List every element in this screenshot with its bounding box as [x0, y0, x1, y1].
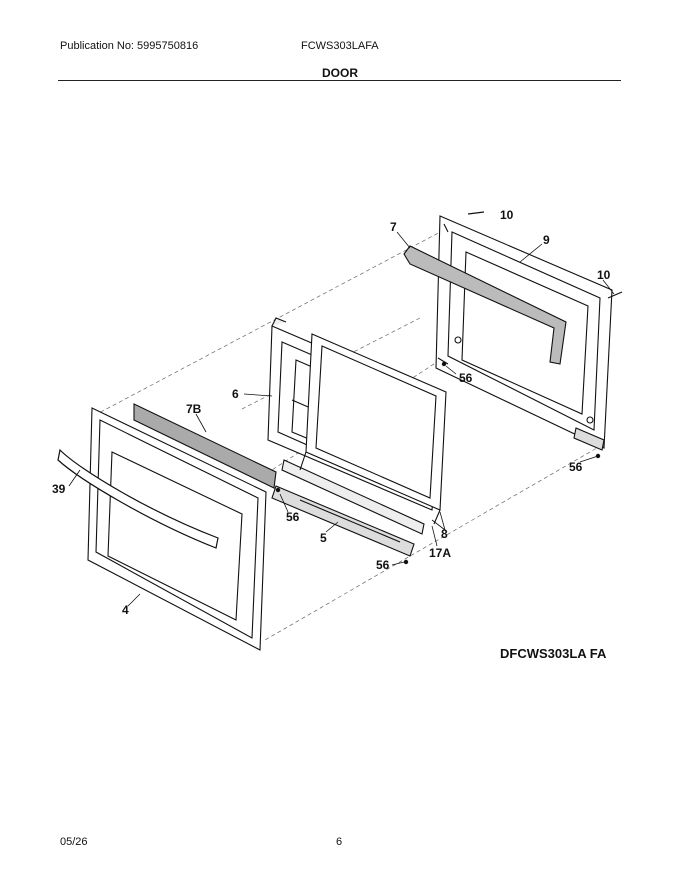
model-number: FCWS303LAFA [301, 40, 379, 52]
gasket-strip [133, 403, 277, 489]
callouts: 10 7 9 10 6 56 7B 56 39 56 8 5 17A 56 4 [52, 208, 611, 617]
section-title: DOOR [322, 66, 358, 80]
callout-7b: 7B [186, 402, 202, 416]
publication-number: Publication No: 5995750816 [60, 40, 199, 52]
upper-handle-trim [403, 245, 567, 365]
callout-39: 39 [52, 482, 66, 496]
callout-9: 9 [543, 233, 550, 247]
door-handle [57, 448, 219, 549]
glass-panels [299, 333, 447, 525]
footer-date: 05/26 [60, 836, 88, 848]
callout-56-frame: 56 [286, 510, 300, 524]
callout-10-right: 10 [597, 268, 611, 282]
callout-8: 8 [441, 527, 448, 541]
leader-lines [68, 231, 615, 607]
callout-7: 7 [390, 220, 397, 234]
header-rule [58, 80, 621, 81]
callout-56-right: 56 [569, 460, 583, 474]
inner-door-liner [435, 215, 613, 451]
callout-56-bottom: 56 [376, 558, 390, 572]
page-number: 6 [336, 836, 343, 848]
diagram-code: DFCWS303LA FA [500, 646, 607, 661]
callout-4: 4 [122, 603, 129, 617]
screws [275, 211, 623, 565]
callout-5: 5 [320, 531, 327, 545]
callout-6: 6 [232, 387, 239, 401]
bottom-vent-trim [271, 485, 415, 557]
callout-17a: 17A [429, 546, 451, 560]
callout-10-top: 10 [500, 208, 514, 222]
callout-56-liner: 56 [459, 371, 473, 385]
